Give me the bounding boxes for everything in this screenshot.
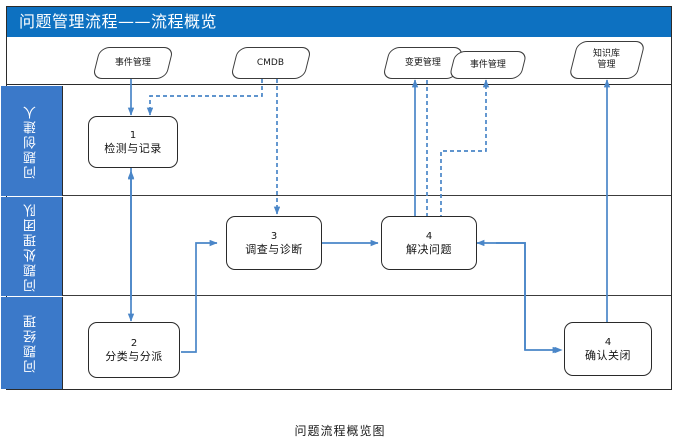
external-system-label: 知识库 管理 (593, 49, 620, 71)
activity-number: 4 (425, 230, 433, 242)
lane-header-problem-creator: 问题创建人 (1, 86, 63, 196)
external-system-label-line1: 知识库 (593, 49, 621, 59)
activity-detect-and-record[interactable]: 1 检测与记录 (88, 116, 178, 168)
activity-label: 确认关闭 (585, 348, 631, 362)
activity-number: 3 (270, 230, 278, 242)
activity-number: 2 (130, 337, 138, 349)
external-system-incident-mgmt-right[interactable]: 事件管理 (448, 51, 528, 79)
activity-number: 4 (604, 336, 612, 348)
activity-number: 1 (129, 129, 137, 141)
activity-resolve-problem[interactable]: 4 解决问题 (381, 216, 477, 270)
activity-investigate-and-diagnose[interactable]: 3 调查与诊断 (226, 216, 322, 270)
lane-header-problem-manager: 问题经理 (1, 297, 63, 389)
figure-caption: 问题流程概览图 (294, 424, 386, 438)
activity-label: 解决问题 (406, 242, 452, 256)
diagram-title-bar: 问题管理流程——流程概览 (7, 7, 671, 37)
activity-label: 检测与记录 (104, 141, 162, 155)
lane-header-problem-handling-team: 问题处理团队 (1, 197, 63, 296)
external-system-cmdb[interactable]: CMDB (230, 47, 312, 79)
activity-classify-and-assign[interactable]: 2 分类与分派 (88, 322, 180, 378)
external-system-label-line2: 管理 (597, 60, 616, 70)
lane-label-problem-creator: 问题创建人 (24, 103, 39, 179)
external-system-label: 事件管理 (469, 59, 506, 70)
page-title: 问题管理流程——流程概览 (19, 12, 218, 31)
activity-label: 调查与诊断 (245, 242, 303, 256)
external-system-knowledge-base-mgmt[interactable]: 知识库 管理 (568, 41, 646, 79)
external-system-label: 变更管理 (404, 57, 441, 68)
activity-confirm-and-close[interactable]: 4 确认关闭 (564, 322, 652, 376)
lane-label-problem-manager: 问题经理 (24, 313, 39, 373)
external-system-label: 事件管理 (114, 57, 151, 68)
activity-label: 分类与分派 (105, 349, 163, 363)
lane-body-problem-handling-team (7, 196, 671, 296)
lane-label-problem-handling-team: 问题处理团队 (24, 201, 39, 292)
external-system-incident-mgmt-left[interactable]: 事件管理 (92, 47, 174, 79)
external-system-label: CMDB (257, 57, 285, 68)
